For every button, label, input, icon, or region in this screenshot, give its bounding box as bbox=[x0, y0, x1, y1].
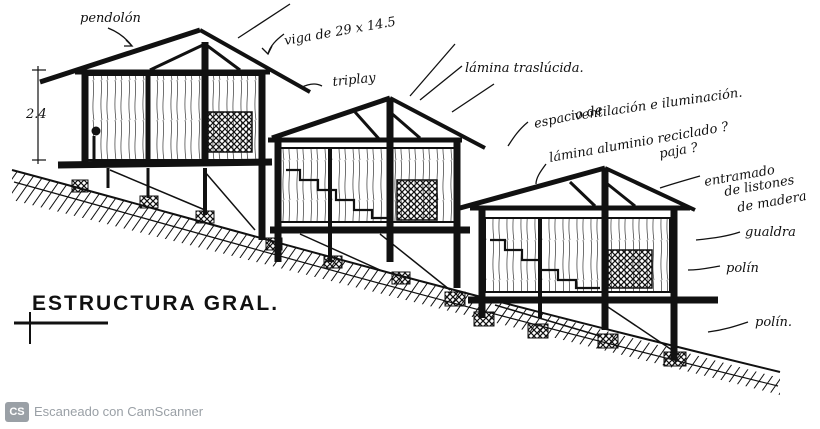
title-underline bbox=[14, 312, 108, 344]
sketch-title: ESTRUCTURA GRAL. bbox=[32, 292, 279, 315]
label-gualdra: gualdra bbox=[745, 225, 796, 240]
label-espacio-2: ventilación e iluminación. bbox=[573, 86, 743, 124]
house-lower bbox=[459, 165, 718, 367]
label-pendolon: pendolón bbox=[80, 11, 141, 26]
house-upper bbox=[32, 27, 311, 240]
label-triplay: triplay bbox=[332, 70, 377, 89]
label-viga: viga de 29 x 14.5 bbox=[283, 15, 397, 49]
scanner-caption: Escaneado con CamScanner bbox=[34, 404, 204, 419]
house-middle bbox=[265, 95, 486, 307]
label-lamina-aluminio-1: lámina aluminio reciclado ? bbox=[548, 119, 731, 166]
label-lamina-aluminio-2: paja ? bbox=[658, 140, 700, 162]
label-lamina-traslucida: lámina traslúcida. bbox=[465, 61, 584, 76]
dimension-height: 2.4 bbox=[25, 107, 47, 122]
annotation-arrows bbox=[107, 3, 749, 333]
label-polin-1: polín bbox=[726, 261, 759, 276]
label-polin-2: polín. bbox=[755, 315, 792, 330]
camscanner-logo-icon: CS bbox=[5, 402, 29, 422]
scanner-footer: CS Escaneado con CamScanner bbox=[0, 398, 820, 429]
